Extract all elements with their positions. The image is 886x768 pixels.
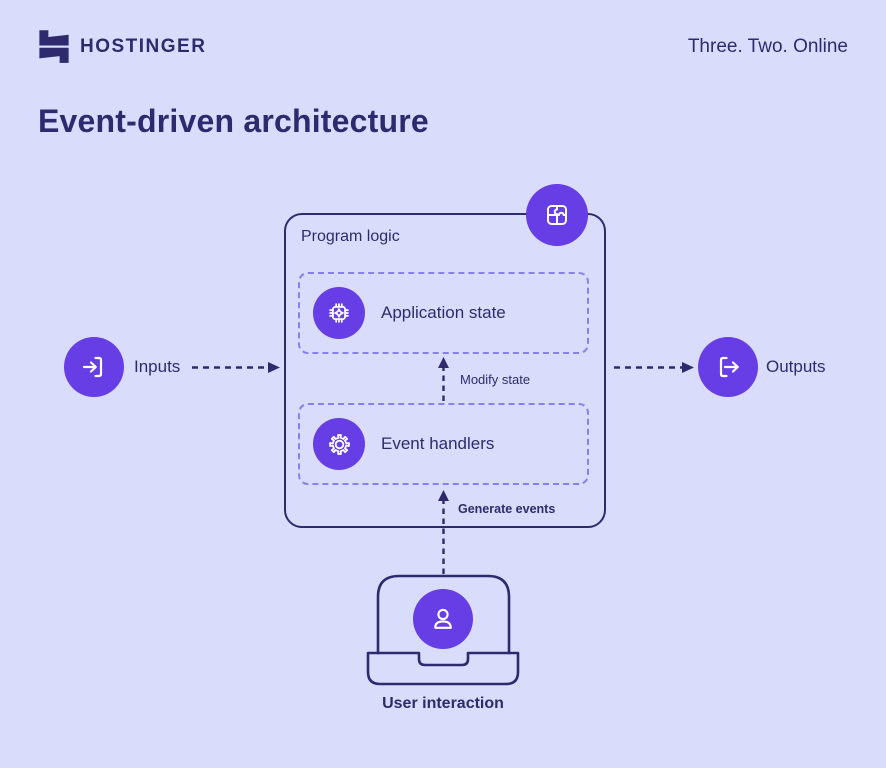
chip-icon	[324, 298, 354, 328]
inputs-label: Inputs	[134, 357, 181, 376]
exit-arrow-icon	[712, 351, 744, 383]
header-tagline: Three. Two. Online	[687, 36, 848, 57]
user-avatar-circle	[413, 589, 473, 649]
generate-events-label: Generate events	[458, 502, 556, 516]
gear-icon	[325, 430, 354, 459]
event-handlers-box	[298, 403, 589, 485]
user-icon	[427, 603, 459, 635]
inputs-arrow	[190, 361, 282, 374]
program-logic-label: Program logic	[301, 228, 400, 245]
hostinger-logo-icon	[36, 28, 72, 64]
brand-text: HOSTINGER	[80, 36, 207, 57]
laptop-icon	[360, 570, 526, 692]
program-logic-box	[284, 213, 606, 528]
outputs-label: Outputs	[766, 357, 826, 376]
puzzle-icon	[541, 199, 573, 231]
application-state-box	[298, 272, 589, 354]
application-state-icon-circle	[313, 287, 365, 339]
application-state-label: Application state	[381, 303, 506, 322]
event-handlers-label: Event handlers	[381, 434, 495, 453]
modify-state-arrow	[437, 356, 450, 403]
event-handlers-icon-circle	[313, 418, 365, 470]
page-title: Event-driven architecture	[38, 103, 429, 139]
generate-events-arrow	[437, 489, 450, 575]
inputs-icon-circle	[64, 337, 124, 397]
enter-arrow-icon	[78, 351, 110, 383]
outputs-icon-circle	[698, 337, 758, 397]
outputs-arrow	[612, 361, 696, 374]
program-logic-badge	[526, 184, 588, 246]
user-interaction-label: User interaction	[382, 695, 504, 712]
modify-state-label: Modify state	[460, 372, 531, 387]
